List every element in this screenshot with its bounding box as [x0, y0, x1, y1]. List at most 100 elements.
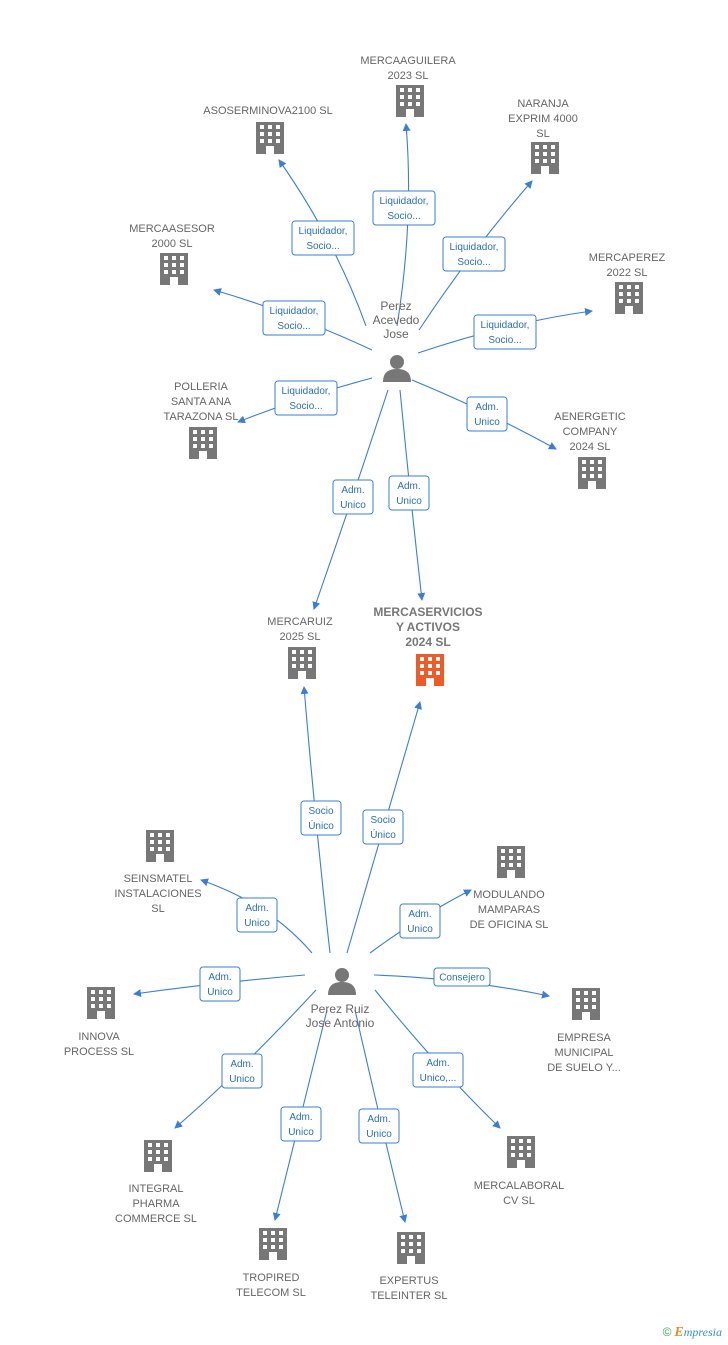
company-name-line: TROPIRED	[243, 1272, 300, 1284]
edge-label-c_tropired[interactable]: Adm.Unico	[280, 1106, 322, 1142]
edge-label-text: Adm.	[397, 481, 420, 492]
building-icon	[87, 987, 115, 1019]
person-icon	[383, 355, 411, 382]
edge-label-text: Adm.	[208, 972, 231, 983]
edge-label-box	[291, 220, 355, 256]
company-name-line: COMMERCE SL	[115, 1213, 197, 1225]
company-node-c_modulando[interactable]: MODULANDO MAMPARAS DE OFICINA SL	[470, 846, 549, 931]
edge-label-text: Adm.	[341, 485, 364, 496]
footer-brand[interactable]: ©Empresia	[663, 1325, 722, 1341]
building-icon	[497, 846, 525, 878]
edge-label-text: Consejero	[439, 973, 485, 984]
edge-label-text: Adm.	[230, 1059, 253, 1070]
edge-label-c_mercaaguilera[interactable]: Liquidador,Socio...	[372, 190, 436, 226]
building-icon	[507, 1136, 535, 1168]
company-name-line: DE SUELO Y...	[547, 1062, 621, 1074]
edge-label-box	[332, 479, 374, 515]
edge-label-c_mercaperez[interactable]: Liquidador,Socio...	[473, 314, 537, 350]
edge-label-text: Liquidador,	[299, 226, 348, 237]
edge-label-text: Adm.	[367, 1114, 390, 1125]
company-name-line: 2024 SL	[405, 635, 450, 649]
company-name-line: TELEINTER SL	[370, 1290, 447, 1302]
edge-label-text: Unico	[244, 918, 270, 929]
edge-label-box	[362, 809, 404, 845]
edge-label-text: Socio...	[277, 321, 310, 332]
edge-label-c_expertus[interactable]: Adm.Unico	[358, 1108, 400, 1144]
edge-label-c_mercaruiz[interactable]: Adm.Unico	[332, 479, 374, 515]
company-name-line: MAMPARAS	[478, 904, 540, 916]
company-name-line: POLLERIA	[174, 381, 228, 393]
edge-label-text: Unico	[474, 417, 500, 428]
edge-label-box	[236, 897, 278, 933]
edge-label-text: Unico	[229, 1074, 255, 1085]
company-name-line: DE OFICINA SL	[470, 919, 549, 931]
edge-label-box	[262, 300, 326, 336]
company-name-line: 2000 SL	[152, 238, 193, 250]
edge-label-box	[221, 1053, 263, 1089]
company-node-c_expertus[interactable]: EXPERTUS TELEINTER SL	[370, 1232, 448, 1302]
company-name-line: EXPERTUS	[379, 1275, 438, 1287]
edge-label-text: Único	[308, 819, 334, 832]
edge-label-c_innova[interactable]: Adm. Unico	[199, 966, 241, 1002]
edge-label-c_mercaasesor[interactable]: Liquidador, Socio...	[262, 300, 326, 336]
edge-label-c_mercaservicios[interactable]: Adm.Unico	[388, 475, 430, 511]
company-name-line: PHARMA	[132, 1198, 180, 1210]
edge-label-box	[280, 1106, 322, 1142]
edge-label-text: Liquidador,	[270, 306, 319, 317]
edge-label-text: Unico	[207, 987, 233, 998]
edge-label-text: Unico	[407, 924, 433, 935]
building-icon	[416, 654, 444, 686]
person-name-line: Jose Antonio	[306, 1016, 375, 1030]
edge-label-text: Socio...	[306, 241, 339, 252]
company-name-line: 2022 SL	[607, 267, 648, 279]
edge-label-text: Adm.	[475, 402, 498, 413]
company-name-line: MODULANDO	[473, 889, 545, 901]
edge-label-text: Socio...	[457, 257, 490, 268]
edge-label-c_modulando[interactable]: Adm.Unico	[399, 903, 441, 939]
edge-label-text: Socio	[308, 806, 333, 817]
edge-label-c_naranja[interactable]: Liquidador,Socio...	[442, 236, 506, 272]
building-icon	[160, 253, 188, 285]
company-name-line: NARANJA	[517, 98, 569, 110]
edge-label-text: Único	[370, 828, 396, 841]
company-name-line: INSTALACIONES	[114, 888, 201, 900]
edge-label-c_asoserminova[interactable]: Liquidador, Socio...	[291, 220, 355, 256]
edge-label-c_empresa[interactable]: Consejero	[433, 967, 491, 987]
company-node-c_asoserminova[interactable]: ASOSERMINOVA2100 SL	[203, 105, 333, 154]
building-icon	[146, 830, 174, 862]
edge-label-text: Socio...	[289, 401, 322, 412]
edges-layer	[133, 123, 593, 1223]
building-icon	[397, 1232, 425, 1264]
edge-label-c_aenergetic[interactable]: Adm. Unico	[466, 396, 508, 432]
edge-label-c_mercalaboral[interactable]: Adm.Unico,...	[412, 1052, 464, 1088]
edge-label-text: Adm.	[426, 1058, 449, 1069]
person-icon	[328, 968, 356, 995]
company-name-line: PROCESS SL	[64, 1046, 134, 1058]
building-icon	[288, 647, 316, 679]
company-name-line: 2024 SL	[570, 441, 611, 453]
edge-label-c_integral[interactable]: Adm. Unico	[221, 1053, 263, 1089]
edge-label-c_polleria[interactable]: Liquidador,Socio...	[274, 380, 338, 416]
person-name-line: Acevedo	[373, 313, 420, 327]
edge-label-c_seinsmatel[interactable]: Adm.Unico	[236, 897, 278, 933]
building-icon	[396, 85, 424, 117]
